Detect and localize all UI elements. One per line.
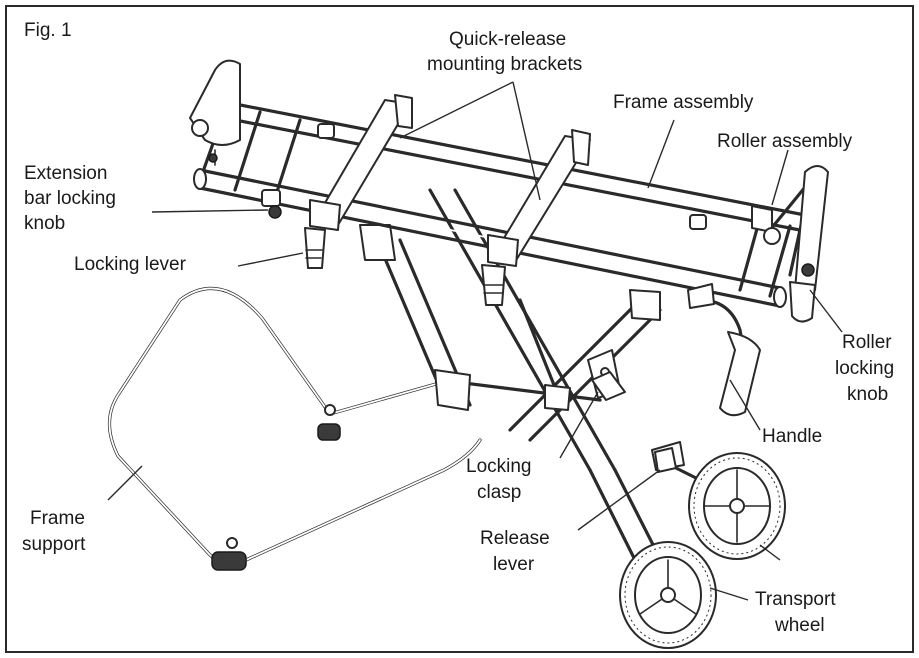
mounting-bracket-left: [304, 94, 413, 269]
transport-wheel-front: [619, 541, 717, 649]
label-transport-wheel-1: Transport: [755, 589, 836, 610]
label-extension-1: Extension: [24, 163, 107, 184]
label-roller-knob-1: Roller: [842, 332, 892, 353]
label-locking-clasp-2: clasp: [477, 482, 521, 503]
transport-wheel-rear: [688, 452, 786, 560]
label-quick-release-1: Quick-release: [449, 29, 566, 50]
figure-border: [5, 5, 914, 653]
label-transport-wheel-2: wheel: [774, 615, 825, 636]
label-roller-knob-3: knob: [847, 384, 888, 405]
label-roller-assembly: Roller assembly: [717, 131, 853, 152]
label-locking-lever: Locking lever: [74, 254, 187, 275]
label-handle: Handle: [762, 426, 822, 447]
extension-knob: [261, 123, 707, 230]
label-quick-release-2: mounting brackets: [427, 54, 582, 75]
locking-clasp: [591, 371, 626, 401]
label-roller-knob-2: locking: [835, 358, 894, 379]
mounting-bracket-right: [481, 129, 591, 306]
label-release-lever-1: Release: [480, 528, 550, 549]
label-frame-support-2: support: [22, 534, 86, 555]
label-frame-assembly: Frame assembly: [613, 92, 754, 113]
leader-lines: [107, 81, 843, 601]
stand-illustration: [107, 59, 829, 649]
label-frame-support-1: Frame: [30, 508, 85, 529]
figure-title: Fig. 1: [24, 20, 72, 41]
labels: Fig. 1 Quick-release mounting brackets F…: [22, 20, 894, 636]
label-release-lever-2: lever: [493, 554, 535, 575]
roller-assembly: [751, 165, 829, 323]
handle: [687, 283, 761, 417]
label-extension-2: bar locking: [24, 188, 116, 209]
label-extension-3: knob: [24, 213, 65, 234]
frame-support: [107, 286, 482, 571]
label-locking-clasp-1: Locking: [466, 456, 532, 477]
